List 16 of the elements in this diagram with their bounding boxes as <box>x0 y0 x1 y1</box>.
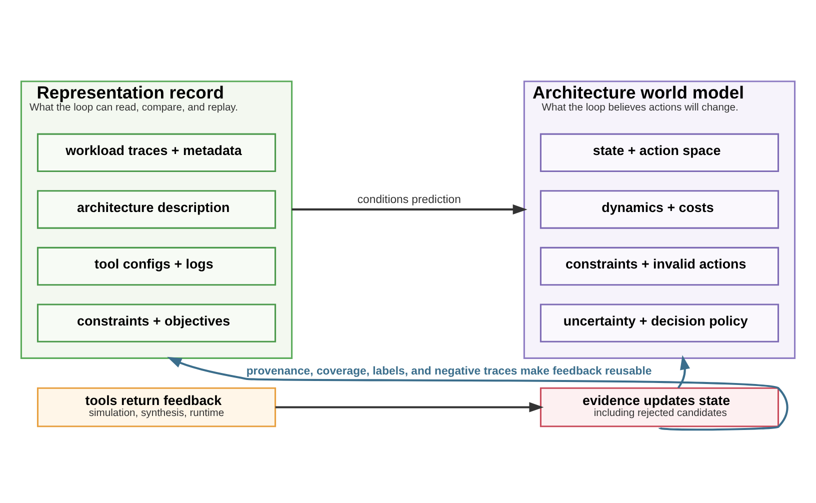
arrow <box>677 355 690 388</box>
node-box: constraints + invalid actions <box>540 246 780 286</box>
node-box: state + action space <box>540 133 780 172</box>
node-box: architecture description <box>36 190 276 229</box>
node-box: uncertainty + decision policy <box>540 304 780 342</box>
arrow <box>167 356 788 431</box>
node-box: evidence updates state including rejected candidates <box>540 387 780 428</box>
node-box: tool configs + logs <box>36 246 276 286</box>
node-box: workload traces + metadata <box>36 133 276 172</box>
node-box: dynamics + costs <box>540 190 780 229</box>
arrow <box>292 204 528 215</box>
edge-label: conditions prediction <box>357 194 461 206</box>
node-box: tools return feedback simulation, synthesis, runtime <box>36 387 276 428</box>
edge-label: provenance, coverage, labels, and negative traces make feedback reusable <box>246 366 652 378</box>
arrow <box>275 402 544 412</box>
node-box: constraints + objectives <box>36 304 276 342</box>
